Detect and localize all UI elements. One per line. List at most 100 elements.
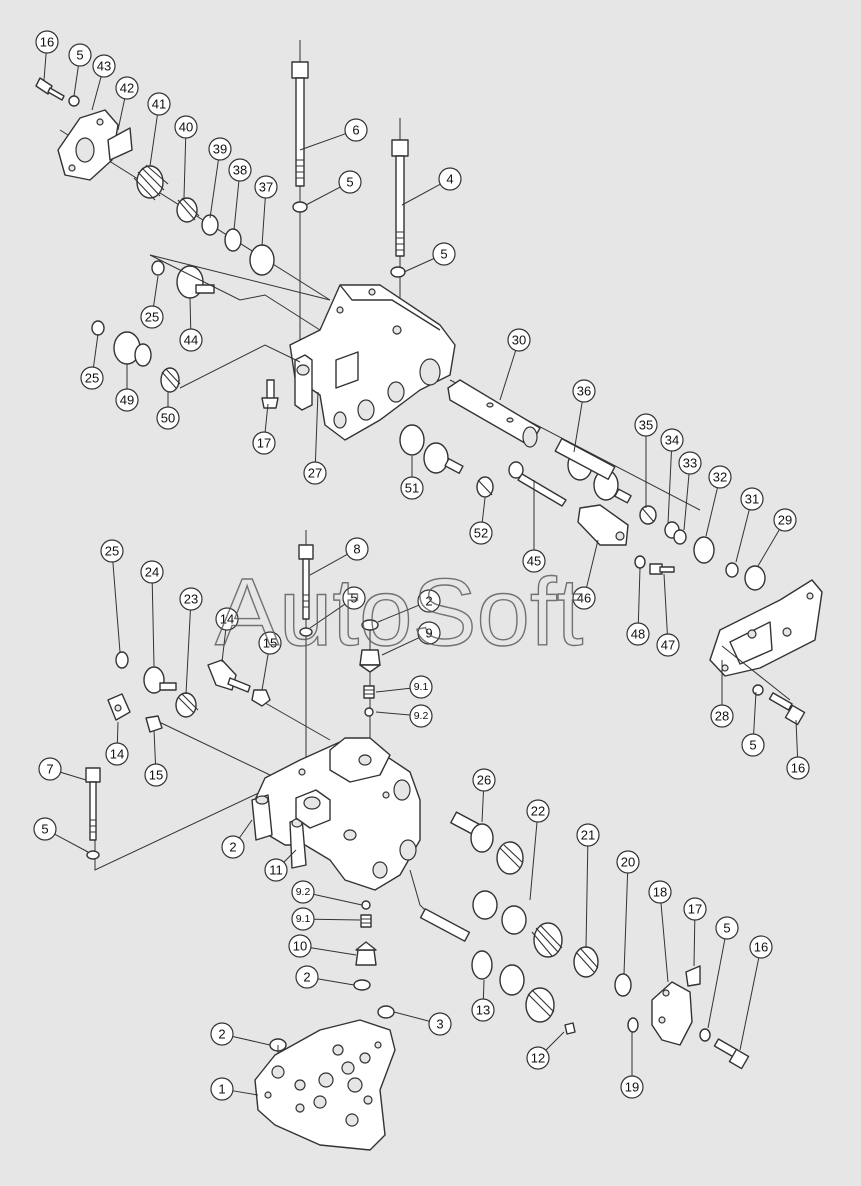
spring [360, 914, 372, 928]
bolt [713, 1038, 750, 1070]
callout-number: 5 [440, 247, 447, 262]
callout-circle [291, 907, 315, 931]
part-callout: 16 [35, 30, 59, 81]
callout-number: 35 [639, 418, 653, 433]
part-callout: 3 [393, 1011, 452, 1036]
callout-circle [105, 742, 129, 766]
callout-number: 5 [749, 738, 756, 753]
part-callout: 15 [258, 631, 282, 691]
callout-circle [710, 704, 734, 728]
part-callout: 23 [179, 587, 203, 695]
part-callout: 5 [741, 691, 765, 757]
callout-leader-line [573, 401, 583, 453]
part-callout: 49 [115, 364, 139, 412]
part-callout: 50 [156, 392, 180, 430]
callout-number: 32 [713, 470, 727, 485]
callout-leader-line [92, 333, 99, 368]
part-callout: 9.2 [375, 704, 433, 728]
callout-leader-line [314, 391, 319, 463]
part-callout: 9 [381, 621, 441, 656]
callout-leader-line [183, 137, 187, 199]
spring [639, 505, 657, 525]
spring [160, 367, 181, 393]
part-callout: 45 [522, 480, 546, 573]
callout-leader-line [112, 561, 121, 653]
pin [508, 461, 567, 507]
callout-circle [80, 366, 104, 390]
part-callout: 19 [620, 1032, 644, 1099]
callout-leader-line [283, 849, 297, 863]
part-callout: 46 [572, 539, 599, 610]
part-callout: 2 [377, 589, 441, 623]
callout-number: 17 [688, 902, 702, 917]
callout-number: 36 [577, 384, 591, 399]
callout-number: 1 [218, 1082, 225, 1097]
callout-leader-line [529, 821, 538, 901]
long-bolt [85, 767, 101, 860]
callout-leader-line [149, 114, 158, 167]
callout-leader-line [481, 497, 486, 523]
callout-number: 26 [477, 773, 491, 788]
callout-circle [576, 823, 600, 847]
flange-cover [57, 109, 119, 181]
callout-circle [634, 413, 658, 437]
part-callout: 2 [221, 819, 253, 859]
callout-number: 2 [218, 1027, 225, 1042]
callout-number: 31 [745, 492, 759, 507]
callout-circle [288, 934, 312, 958]
callout-circle [258, 631, 282, 655]
part-callout: 40 [174, 115, 198, 199]
callout-leader-line [54, 833, 89, 853]
callout-circle [140, 560, 164, 584]
callout-circle [616, 850, 640, 874]
callout-number: 28 [715, 709, 729, 724]
check-valve [355, 941, 377, 966]
callout-leader-line [153, 729, 157, 765]
callout-number: 44 [184, 333, 198, 348]
callout-leader-line [623, 872, 629, 975]
retainer [673, 529, 687, 545]
callout-leader-line [375, 711, 411, 716]
callout-number: 14 [220, 612, 234, 627]
callout-number: 30 [512, 333, 526, 348]
callout-leader-line [43, 52, 47, 81]
callout-circle [572, 586, 596, 610]
callout-number: 11 [269, 863, 283, 878]
callout-number: 5 [41, 822, 48, 837]
callout-leader-line [261, 653, 269, 691]
callout-number: 2 [425, 594, 432, 609]
callout-circle [656, 633, 680, 657]
cap [113, 331, 152, 367]
callout-circle [572, 379, 596, 403]
callout-number: 14 [110, 747, 124, 762]
valve-spool [176, 197, 200, 223]
callout-circle [648, 880, 672, 904]
part-callout: 5 [33, 817, 89, 853]
part-callout: 9.1 [291, 907, 361, 931]
callout-number: 45 [527, 554, 541, 569]
o-ring [151, 260, 165, 276]
callout-circle [409, 704, 433, 728]
callout-circle [344, 118, 368, 142]
o-ring [377, 1005, 395, 1019]
callout-number: 7 [46, 762, 53, 777]
part-callout: 33 [678, 451, 702, 531]
o-ring [115, 651, 129, 669]
callout-number: 33 [683, 456, 697, 471]
part-callout: 27 [303, 391, 327, 485]
callout-number: 9.1 [414, 681, 429, 693]
callout-circle [409, 675, 433, 699]
part-callout: 38 [228, 158, 252, 231]
part-callout: 25 [80, 333, 104, 390]
part-callout: 52 [469, 497, 493, 545]
spring [175, 692, 199, 718]
callout-number: 12 [531, 1051, 545, 1066]
small-bolt [261, 379, 279, 409]
part-callout: 9.1 [375, 675, 433, 699]
ball [364, 707, 374, 717]
callout-circle [174, 115, 198, 139]
callout-number: 16 [791, 761, 805, 776]
callout-leader-line [757, 529, 780, 567]
end-plug [651, 981, 693, 1046]
